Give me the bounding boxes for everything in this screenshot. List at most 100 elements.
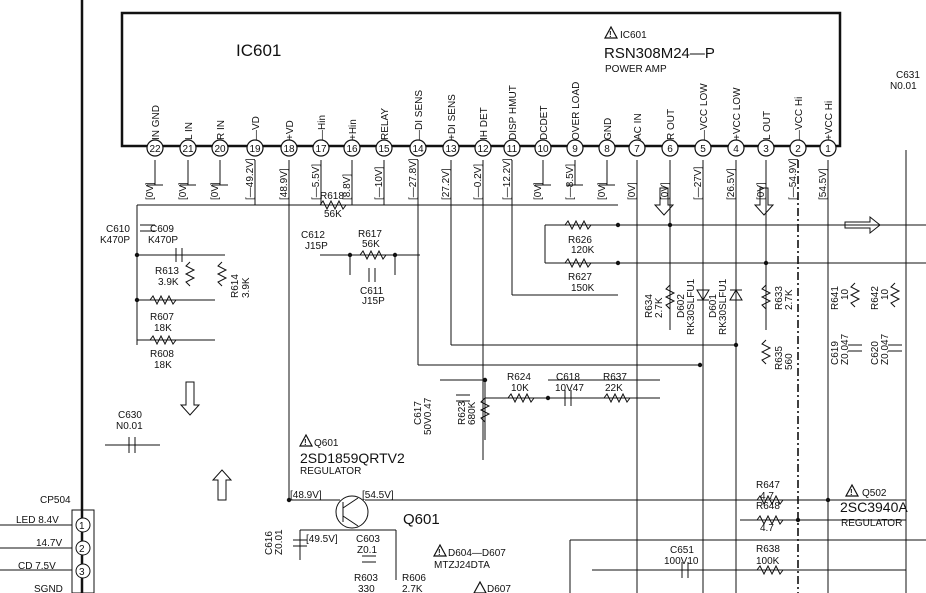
pin-voltage: [27.2V] <box>441 168 452 200</box>
c630-ref: C630 <box>118 410 142 421</box>
ic601-pin-1: +VCC Hi1[54.5V] <box>818 101 837 200</box>
ic601-warning-icon: ! <box>603 25 619 39</box>
r647-value: 4.7 <box>760 491 774 502</box>
pin-voltage: [0V] <box>660 182 671 200</box>
pin-circle <box>727 139 745 157</box>
pin-name: —VD <box>251 116 262 140</box>
d602-value: RK30SLFU1 <box>686 278 697 335</box>
r603-ref: R603 <box>354 573 378 584</box>
r618-ref: R618 <box>320 191 344 202</box>
pin-circle <box>628 139 646 157</box>
pin-number: 14 <box>412 144 424 155</box>
pin-voltage: [0V] <box>756 182 767 200</box>
connector-pin-2: 2 14.7V <box>36 538 91 556</box>
svg-text:1: 1 <box>79 521 85 532</box>
r633-value: 2.7K <box>784 289 795 310</box>
component-labels: C610 K470P C609 K470P R613 3.9K R614 3.9… <box>100 70 920 593</box>
c651-value: 100V10 <box>664 556 699 567</box>
pin-voltage: [0V] <box>178 182 189 200</box>
q601-ref: Q601 <box>314 438 339 449</box>
ic601-label: IC601 <box>236 41 281 60</box>
r638-value: 100K <box>756 556 780 567</box>
svg-text:2: 2 <box>79 544 85 555</box>
pin-voltage: [0V] <box>210 182 221 200</box>
c618-ref: C618 <box>556 372 580 383</box>
c620-value: Z0.047 <box>880 333 891 365</box>
c617-value: 50V0.47 <box>423 397 434 435</box>
pin-voltage: [54.5V] <box>818 168 829 200</box>
pin-number: 1 <box>825 144 831 155</box>
pin-voltage: [—54.9V] <box>788 158 799 200</box>
c619-value: Z0.047 <box>840 333 851 365</box>
pin-name: R OUT <box>666 109 677 140</box>
r648-ref: R648 <box>756 501 780 512</box>
r626-value: 120K <box>571 245 595 256</box>
pin-circle <box>211 139 229 157</box>
pin-name: R IN <box>216 120 227 140</box>
r641-value: 10 <box>840 288 851 300</box>
c630-value: N0.01 <box>116 421 143 432</box>
q601-label: Q601 <box>403 511 440 528</box>
svg-text:!: ! <box>609 30 612 39</box>
pin-name: —VCC Hi <box>794 97 805 140</box>
c631-ref: C631 <box>896 70 920 81</box>
pin-number: 6 <box>667 144 673 155</box>
pin-circle <box>694 139 712 157</box>
r647-ref: R647 <box>756 480 780 491</box>
ic601-pin-7: AC IN7[0V] <box>627 113 646 200</box>
pin-name: OVER LOAD <box>571 82 582 140</box>
r603-value: 330 <box>358 584 375 593</box>
c610-ref: C610 <box>106 224 130 235</box>
q601-desc: REGULATOR <box>300 466 361 477</box>
pin-circle <box>280 139 298 157</box>
pin-circle <box>409 139 427 157</box>
r606-ref: R606 <box>402 573 426 584</box>
pin-name: —DI SENS <box>414 90 425 140</box>
pin-number: 4 <box>733 144 739 155</box>
q502-warning-icon: ! <box>844 483 860 497</box>
pin-circle <box>757 139 775 157</box>
r634-ref: R634 <box>644 294 655 318</box>
d607-warning-icon <box>473 580 487 593</box>
q601-emitter-voltage: [54.5V] <box>362 490 394 501</box>
pin-name: DCDET <box>539 106 550 140</box>
pin-voltage: [—10V] <box>374 166 385 200</box>
pin-voltage: [0V] <box>145 182 156 200</box>
pin-number: 15 <box>378 144 390 155</box>
ic601-part-number: RSN308M24—P <box>604 45 715 62</box>
pin-number: 2 <box>795 144 801 155</box>
c619-ref: C619 <box>830 341 841 365</box>
r637-value: 22K <box>605 383 623 394</box>
c612-value: J15P <box>305 241 328 252</box>
pin-number: 9 <box>572 144 578 155</box>
c631-value: N0.01 <box>890 81 917 92</box>
svg-text:3: 3 <box>79 567 85 578</box>
pin-name: +Hin <box>348 119 359 140</box>
pin-voltage: [—12.2V] <box>502 158 513 200</box>
r614-value: 3.9K <box>241 277 252 298</box>
pin-name: —Hin <box>317 115 328 140</box>
connector-pin-label: LED 8.4V <box>16 515 59 526</box>
pin-circle <box>503 139 521 157</box>
pin-voltage: [8.8V] <box>342 174 353 200</box>
r623-value: 680K <box>467 401 478 425</box>
pin-voltage: [26.5V] <box>726 168 737 200</box>
pin-circle <box>534 139 552 157</box>
r635-value: 560 <box>784 353 795 370</box>
q502-part: 2SC3940A <box>840 499 908 515</box>
pin-voltage: [—0.2V] <box>473 164 484 200</box>
pin-circle <box>442 139 460 157</box>
c616-value: Z0.01 <box>274 529 285 555</box>
r618-value: 56K <box>324 209 342 220</box>
pin-number: 11 <box>507 144 518 155</box>
pin-number: 22 <box>149 144 161 155</box>
pin-name: +DI SENS <box>447 94 458 140</box>
r641-ref: R641 <box>830 286 841 310</box>
d602-ref: D602 <box>676 294 687 318</box>
